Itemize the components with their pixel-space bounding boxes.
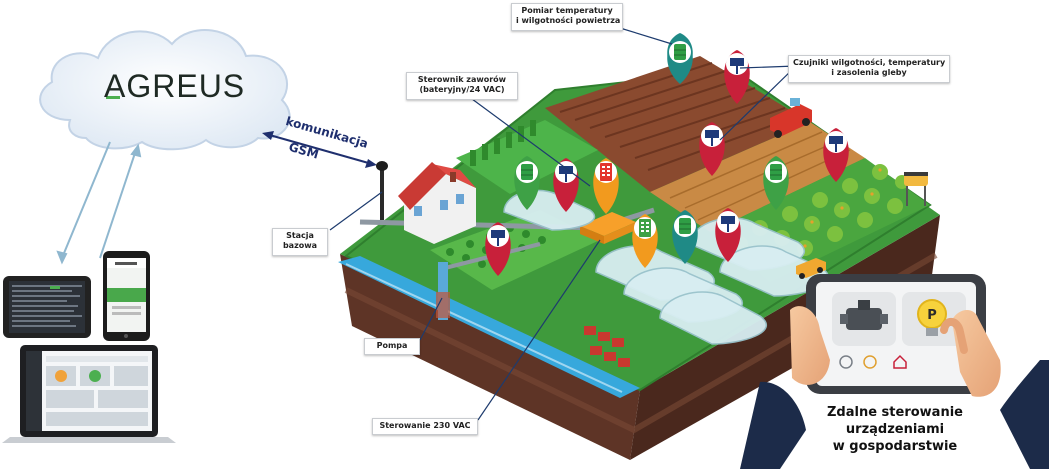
bulb-p-letter: P: [927, 308, 937, 323]
sensor-pin-air-1: [667, 33, 693, 84]
remote-caption-line2: urządzeniami: [845, 422, 945, 437]
sensor-pin-soil-6: [715, 208, 741, 262]
label-base-station-line1: Stacja: [286, 231, 314, 240]
tablet-device-icon: [3, 276, 91, 338]
smartphone-device-icon: [103, 251, 150, 341]
label-base-station-line2: bazowa: [282, 241, 318, 250]
laptop-device-icon: [2, 345, 176, 443]
gsm-link-arrow: [262, 131, 377, 168]
valve-controller-box: [580, 212, 636, 244]
sensor-pin-air-3: [514, 156, 540, 210]
label-leader-lines: [329, 27, 797, 421]
label-base-station: Stacja bazowa: [272, 228, 328, 256]
agreus-logo: AGREUS: [104, 68, 246, 104]
label-valve-controller-line2: (bateryjny/24 VAC): [419, 85, 505, 94]
farmhouse-icon: [398, 162, 476, 244]
sensor-pin-soil-1: [724, 50, 750, 104]
remote-caption-line1: Zdalne sterowanie: [827, 405, 963, 420]
sensor-pin-soil-3: [823, 128, 849, 182]
label-soil-sensors-line1: Czujniki wilgotności, temperatury: [793, 58, 946, 67]
label-valve-controller-line1: Sterownik zaworów: [417, 75, 507, 84]
label-air-sensor-line2: i wilgotności powietrza: [516, 16, 621, 25]
controller-pin-2: [632, 214, 658, 268]
label-air-sensor: Pomiar temperatury i wilgotności powietr…: [511, 3, 623, 31]
base-station-antenna: [376, 161, 388, 220]
delivery-car-icon: [796, 258, 826, 279]
label-pump-line1: Pompa: [376, 341, 408, 350]
label-air-sensor-line1: Pomiar temperatury: [521, 6, 613, 15]
remote-caption-line3: w gospodarstwie: [832, 439, 958, 454]
control-tablet-icon: P: [740, 274, 1049, 469]
sync-arrows: [56, 141, 142, 265]
sensor-pin-soil-5: [485, 222, 511, 276]
harvester-icon: [770, 98, 812, 138]
sensor-pin-air-2: [763, 156, 789, 210]
label-pump: Pompa: [364, 338, 420, 355]
agreus-logo-mark: [106, 96, 120, 99]
sensor-pin-soil-4: [553, 158, 579, 212]
sensor-pin-air-4: [672, 210, 698, 264]
label-control-230: Sterowanie 230 VAC: [372, 418, 478, 435]
water-tower-icon: [904, 172, 928, 206]
greenhouses: [503, 189, 830, 345]
controller-pin-1: [593, 158, 619, 214]
label-soil-sensors: Czujniki wilgotności, temperatury i zaso…: [788, 55, 950, 83]
cloud-icon: [39, 29, 291, 151]
remote-control-caption: Zdalne sterowanie urządzeniami w gospoda…: [820, 404, 970, 455]
sensor-pin-soil-2: [699, 122, 725, 176]
label-valve-controller: Sterownik zaworów (bateryjny/24 VAC): [406, 72, 518, 100]
label-control-230-line1: Sterowanie 230 VAC: [379, 421, 471, 430]
label-soil-sensors-line2: i zasolenia gleby: [831, 68, 907, 77]
